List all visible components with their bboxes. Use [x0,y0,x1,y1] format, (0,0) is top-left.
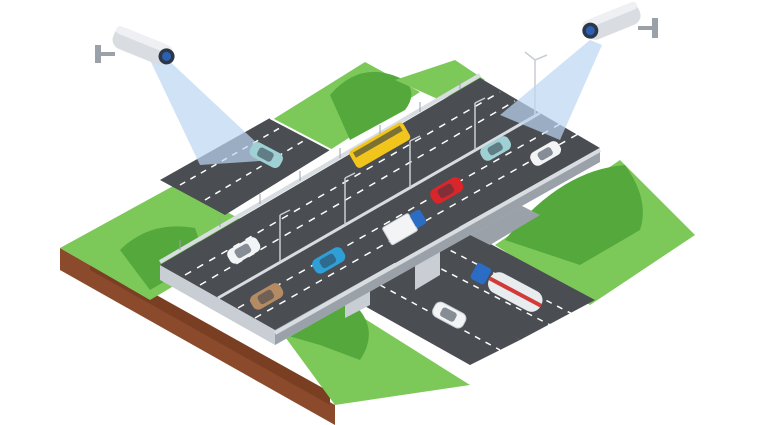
car-teal-bridge [480,136,512,161]
lower-road-surface-back [160,118,330,215]
bridge-rail-front [274,148,601,335]
car-blue-bridge [312,247,346,274]
soil-face [60,248,335,425]
grass-left-mound [120,226,205,290]
camera-beam-right [500,40,602,140]
bridge-rail-back [158,73,482,264]
car-tan-bridge [250,283,284,310]
ground-block [60,60,695,425]
cctv-camera-icon [95,26,175,65]
street-lamp-icon [409,135,421,188]
camera-beam-left [150,57,275,165]
bridge-fence-back [179,79,461,250]
car-white-bridge-right [530,141,562,166]
street-lamp-icon [344,172,356,225]
street-lamp-icon [279,209,291,262]
bridge-deck [158,73,601,345]
street-lamp-icon [474,97,486,150]
car-white-lower [432,301,467,329]
car-white-bridge-left [227,237,261,264]
grass-right-mound [505,165,643,265]
cctv-camera-icon [582,1,658,40]
bridge-abutment-right [470,205,540,245]
bus-yellow [349,122,411,168]
lower-road-lane-marks-front [379,244,581,351]
bridge-median [217,111,541,300]
tanker-truck [470,263,543,312]
car-teal-lower [249,142,283,168]
bridge-pillar-center [415,250,440,290]
grass-hill-mound [330,71,412,140]
lower-road-edge-line [269,117,336,153]
bridge-side-shade [275,150,600,345]
car-red-bridge [430,177,464,204]
box-truck-bridge [382,209,427,246]
